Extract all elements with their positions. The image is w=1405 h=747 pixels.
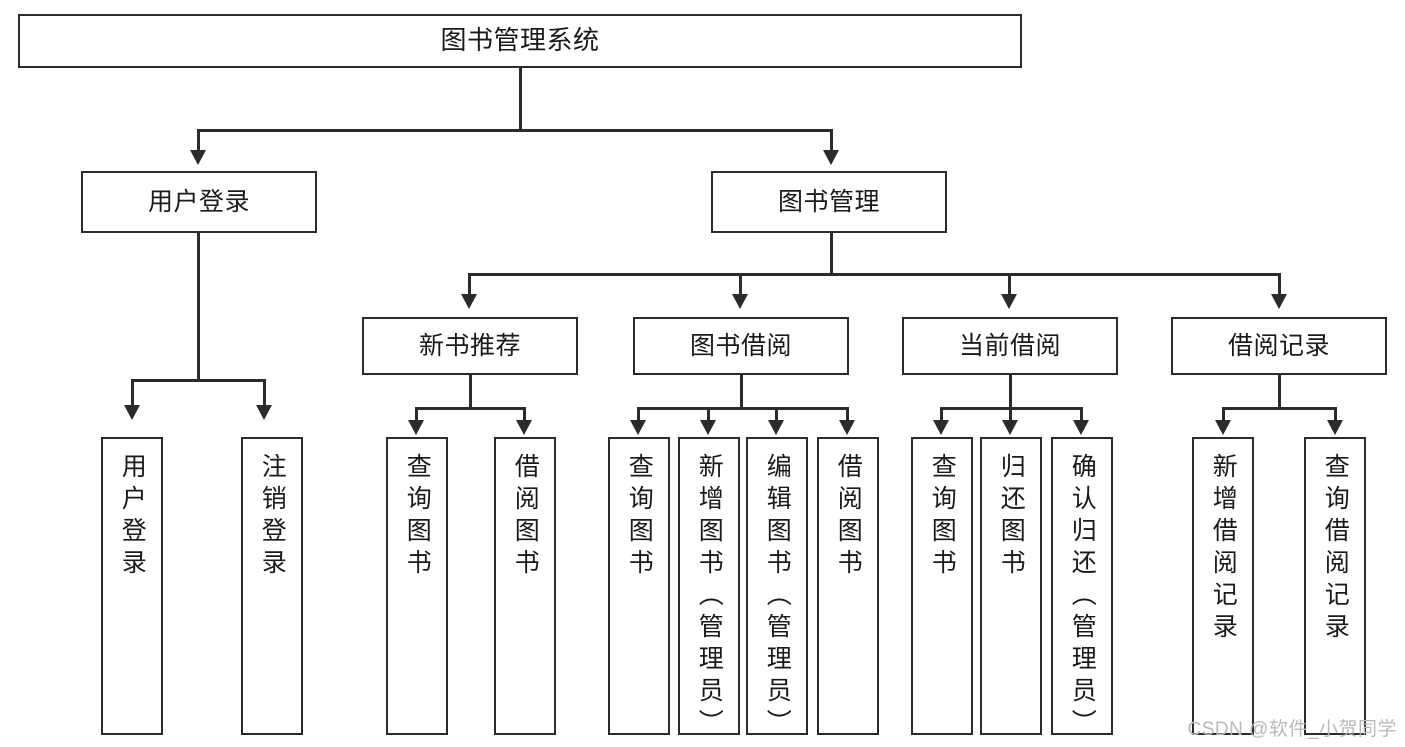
arrowhead-book-borrow-child-2 <box>700 420 716 435</box>
connector-book-borrow-bus <box>637 407 849 410</box>
node-book-management[interactable]: 图书管理 <box>711 171 947 233</box>
connector-book-borrow-child-3 <box>775 407 778 421</box>
arrowhead-new-book-child-2 <box>516 420 532 435</box>
leaf-current-return-book[interactable]: 归还图书 <box>980 437 1042 735</box>
leaf-record-add-record[interactable]: 新增借阅记录 <box>1192 437 1254 735</box>
connector-user-login-child-2 <box>263 379 266 406</box>
connector-current-borrow-child-1 <box>940 407 943 421</box>
connector-current-borrow-child-3 <box>1080 407 1083 421</box>
node-book-borrow[interactable]: 图书借阅 <box>633 317 849 375</box>
connector-user-login-child-1 <box>131 379 134 406</box>
leaf-borrow-edit-book-admin[interactable]: 编辑图书（管理员） <box>746 437 808 741</box>
node-label: 新书推荐 <box>418 331 521 360</box>
arrowhead-to-current-borrow <box>1001 294 1017 309</box>
node-label: 查询图书 <box>928 453 957 581</box>
leaf-current-query-book[interactable]: 查询图书 <box>911 437 973 735</box>
leaf-newbook-query-book[interactable]: 查询图书 <box>386 437 448 735</box>
arrowhead-book-borrow-child-1 <box>630 420 646 435</box>
connector-borrow-record-stem <box>1278 375 1281 409</box>
connector-borrow-record-child-2 <box>1334 407 1337 421</box>
connector-user-login-bus <box>131 379 265 382</box>
node-borrow-record[interactable]: 借阅记录 <box>1171 317 1387 375</box>
arrowhead-borrow-record-child-1 <box>1215 420 1231 435</box>
arrowhead-current-borrow-child-2 <box>1002 420 1018 435</box>
node-new-book-recommend[interactable]: 新书推荐 <box>362 317 578 375</box>
connector-to-current-borrow <box>1008 273 1011 295</box>
node-label: 图书借阅 <box>689 331 792 360</box>
connector-book-borrow-child-4 <box>846 407 849 421</box>
node-label: 用户登录 <box>147 187 250 216</box>
connector-user-login-stem <box>197 233 200 381</box>
node-label: 借阅图书 <box>511 453 540 581</box>
node-label: 借阅记录 <box>1227 331 1330 360</box>
connector-root-to-book-mgmt <box>830 129 833 151</box>
connector-book-mgmt-bus <box>468 273 1280 276</box>
arrowhead-book-borrow-child-3 <box>768 420 784 435</box>
node-label: 查询借阅记录 <box>1321 453 1350 645</box>
connector-new-book-bus <box>415 407 525 410</box>
arrowhead-to-borrow-record <box>1271 294 1287 309</box>
node-user-login[interactable]: 用户登录 <box>81 171 317 233</box>
leaf-record-query-record[interactable]: 查询借阅记录 <box>1304 437 1366 735</box>
node-label: 归还图书 <box>997 453 1026 581</box>
node-label: 当前借阅 <box>958 331 1061 360</box>
connector-borrow-record-bus <box>1222 407 1336 410</box>
node-label: 查询图书 <box>625 453 654 581</box>
connector-new-book-stem <box>469 375 472 409</box>
leaf-borrow-query-book[interactable]: 查询图书 <box>608 437 670 735</box>
connector-to-book-borrow <box>739 273 742 295</box>
arrowhead-to-user-login <box>190 150 206 165</box>
leaf-borrow-borrow-book[interactable]: 借阅图书 <box>817 437 879 735</box>
arrowhead-to-book-mgmt <box>823 150 839 165</box>
leaf-user-login[interactable]: 用户登录 <box>101 437 163 735</box>
leaf-logout[interactable]: 注销登录 <box>241 437 303 735</box>
connector-to-borrow-record <box>1278 273 1281 295</box>
connector-root-stem <box>519 68 522 131</box>
arrowhead-user-login-child-2 <box>256 405 272 420</box>
connector-new-book-child-1 <box>415 407 418 421</box>
connector-current-borrow-stem <box>1009 375 1012 409</box>
node-label: 用户登录 <box>118 453 147 581</box>
connector-book-mgmt-stem <box>830 233 833 275</box>
connector-new-book-child-2 <box>523 407 526 421</box>
leaf-current-confirm-return-admin[interactable]: 确认归还（管理员） <box>1051 437 1113 741</box>
arrowhead-to-new-book <box>461 294 477 309</box>
arrowhead-current-borrow-child-1 <box>933 420 949 435</box>
connector-to-new-book <box>468 273 471 295</box>
arrowhead-current-borrow-child-3 <box>1073 420 1089 435</box>
node-label: 查询图书 <box>403 453 432 581</box>
node-label: 图书管理 <box>777 187 880 216</box>
arrowhead-new-book-child-1 <box>408 420 424 435</box>
leaf-newbook-borrow-book[interactable]: 借阅图书 <box>494 437 556 735</box>
node-label: 图书管理系统 <box>440 25 600 56</box>
csdn-watermark: CSDN @软件_小贺同学 <box>1187 719 1397 740</box>
arrowhead-book-borrow-child-4 <box>839 420 855 435</box>
connector-book-borrow-stem <box>740 375 743 409</box>
node-label: 新增借阅记录 <box>1209 453 1238 645</box>
connector-current-borrow-child-2 <box>1009 407 1012 421</box>
connector-root-to-user-login <box>197 129 200 151</box>
node-label: 注销登录 <box>258 453 287 581</box>
node-label: 借阅图书 <box>834 453 863 581</box>
arrowhead-to-book-borrow <box>732 294 748 309</box>
connector-root-bus <box>197 129 833 132</box>
connector-book-borrow-child-1 <box>637 407 640 421</box>
node-current-borrow[interactable]: 当前借阅 <box>902 317 1118 375</box>
node-label: 确认归还（管理员） <box>1068 453 1097 741</box>
connector-book-borrow-child-2 <box>707 407 710 421</box>
arrowhead-user-login-child-1 <box>124 405 140 420</box>
node-label: 新增图书（管理员） <box>695 453 724 741</box>
leaf-borrow-add-book-admin[interactable]: 新增图书（管理员） <box>678 437 740 741</box>
node-root-system[interactable]: 图书管理系统 <box>18 14 1022 68</box>
connector-borrow-record-child-1 <box>1222 407 1225 421</box>
node-label: 编辑图书（管理员） <box>763 453 792 741</box>
arrowhead-borrow-record-child-2 <box>1327 420 1343 435</box>
